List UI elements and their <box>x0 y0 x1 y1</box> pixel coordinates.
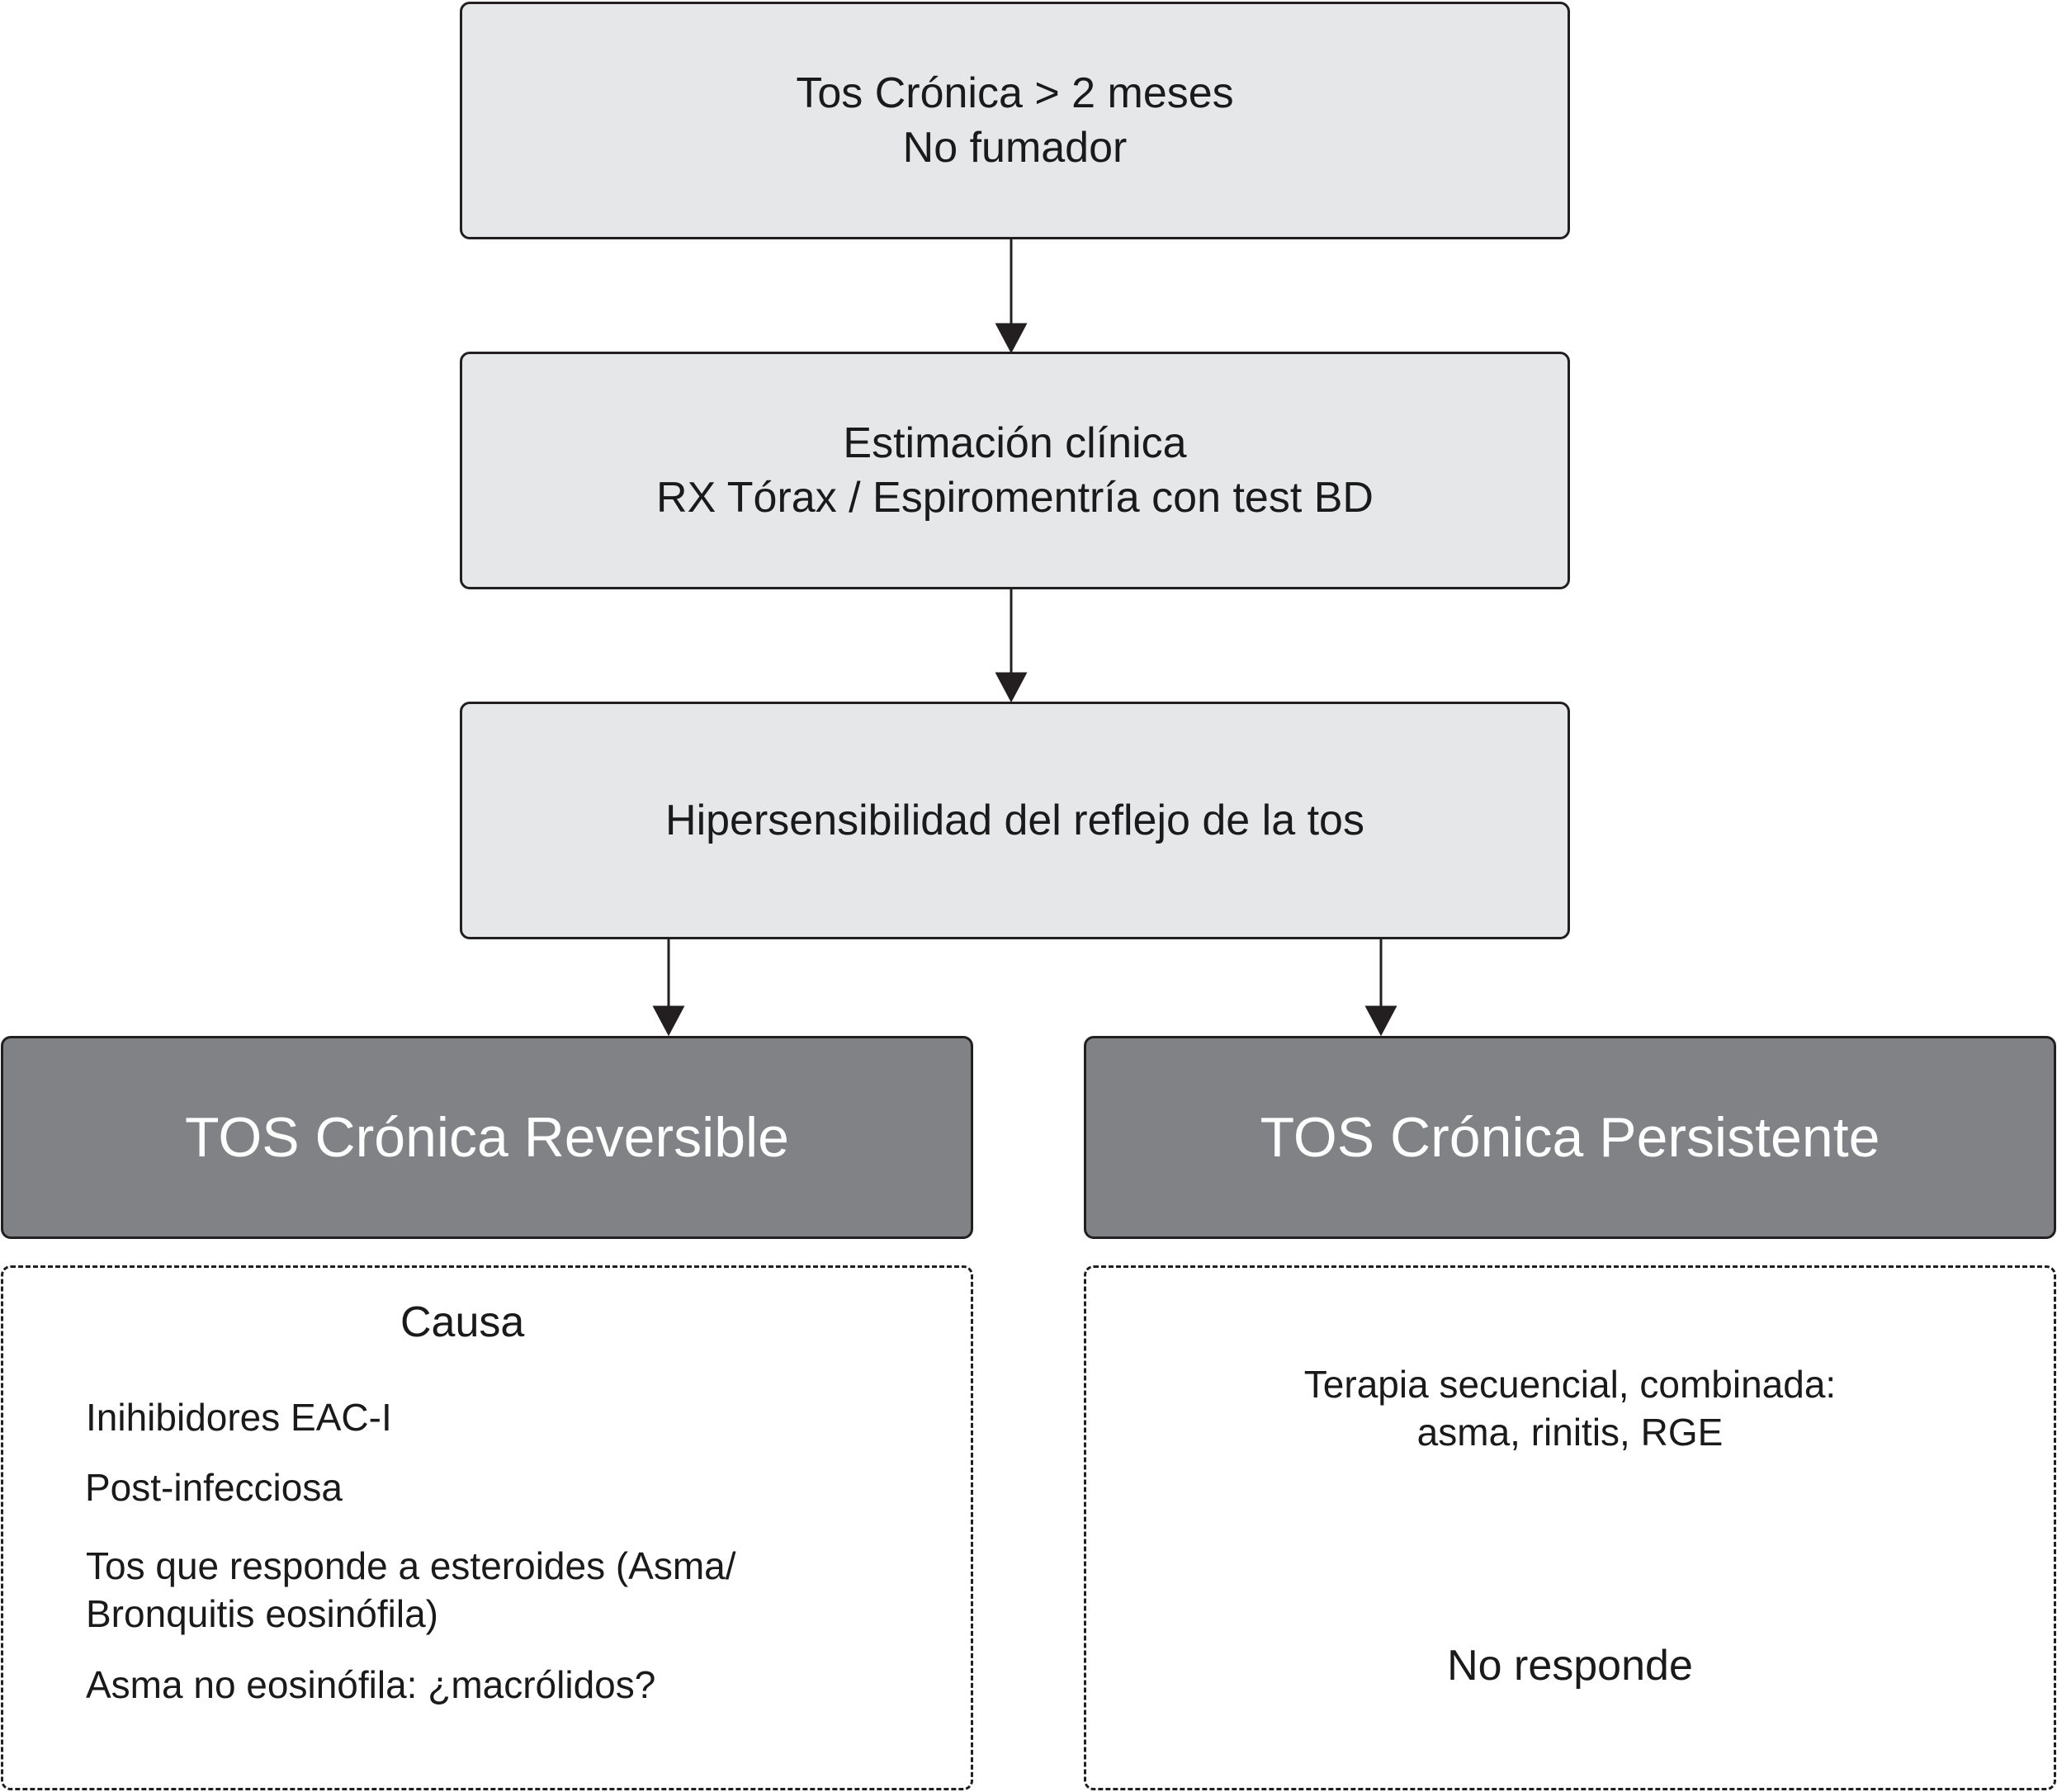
node-chronic-cough-line1: Tos Crónica > 2 meses <box>796 69 1234 117</box>
node-persistent-cough: TOS Crónica Persistente <box>1084 1036 2056 1239</box>
cause-item-non-eosinophilic-asthma: Asma no eosinófila: ¿macrólidos? <box>86 1663 656 1706</box>
node-chronic-cough-line2: No fumador <box>902 124 1128 172</box>
no-response-label: No responde <box>1447 1642 1693 1690</box>
cause-item-steroid-responsive-line2: Bronquitis eosinófila) <box>86 1592 439 1635</box>
node-clinical-estimation-line1: Estimación clínica <box>843 419 1187 467</box>
therapy-text-line1: Terapia secuencial, combinada: <box>1303 1363 1837 1406</box>
cause-item-post-infectious: Post-infecciosa <box>85 1466 343 1509</box>
node-reversible-cough: TOS Crónica Reversible <box>1 1036 973 1239</box>
therapy-panel <box>1084 1265 2056 1790</box>
node-chronic-cough: Tos Crónica > 2 meses No fumador <box>460 2 1570 239</box>
therapy-text-line2: asma, rinitis, RGE <box>1416 1411 1724 1454</box>
cause-item-steroid-responsive-line1: Tos que responde a esteroides (Asma/ <box>86 1544 736 1587</box>
causes-panel <box>1 1265 973 1790</box>
arrowhead-box3-persistent <box>1364 1005 1397 1037</box>
node-persistent-cough-title: TOS Crónica Persistente <box>1260 1106 1880 1169</box>
arrowhead-box2-box3 <box>995 672 1028 703</box>
cause-item-ace-inhibitors: Inihibidores EAC-I <box>86 1396 392 1439</box>
causes-title: Causa <box>400 1298 525 1346</box>
node-reversible-cough-title: TOS Crónica Reversible <box>185 1106 789 1169</box>
node-hypersensitivity-line1: Hipersensibilidad del reflejo de la tos <box>665 797 1364 844</box>
node-clinical-estimation: Estimación clínica RX Tórax / Espiroment… <box>460 352 1570 589</box>
node-hypersensitivity: Hipersensibilidad del reflejo de la tos <box>460 702 1570 939</box>
arrowhead-box3-reversible <box>652 1005 685 1037</box>
node-clinical-estimation-line2: RX Tórax / Espiromentría con test BD <box>656 474 1374 522</box>
arrowhead-box1-box2 <box>995 323 1028 354</box>
therapy-text: Terapia secuencial, combinada: asma, rin… <box>1084 1360 2056 1456</box>
